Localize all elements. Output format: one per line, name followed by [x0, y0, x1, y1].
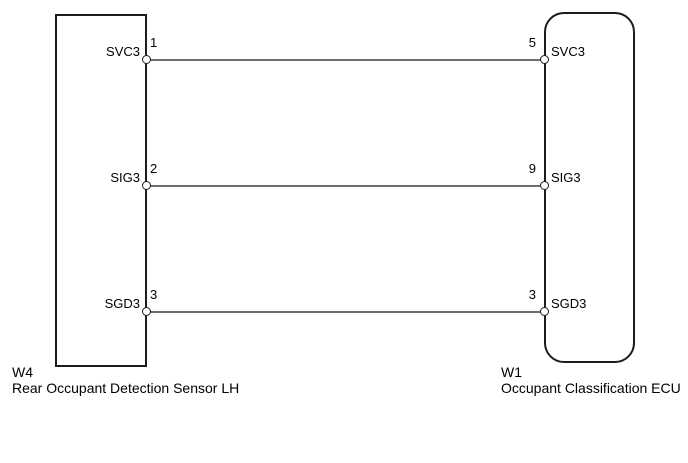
pin-number-right-sig3: 9	[528, 161, 536, 176]
pin-node-left-sgd3	[141, 307, 151, 316]
pin-node-right-svc3	[539, 55, 549, 64]
pin-label-right-sig3: SIG3	[551, 170, 581, 185]
left-connector-name: Rear Occupant Detection Sensor LH	[12, 380, 240, 396]
pin-number-right-svc3: 5	[528, 35, 536, 50]
pin-label-right-sgd3: SGD3	[551, 296, 587, 311]
pin-node-left-sig3	[141, 181, 151, 190]
pin-node-right-sig3	[539, 181, 549, 190]
pin-number-left-sig3: 2	[150, 161, 158, 176]
pin-node-right-sgd3	[539, 307, 549, 316]
pin-number-left-sgd3: 3	[150, 287, 158, 302]
left-connector-code: W4	[12, 364, 33, 380]
wire-sgd3	[146, 311, 544, 313]
wire-svc3	[146, 59, 544, 61]
right-connector-caption: W1 Occupant Classification ECU	[501, 364, 681, 396]
pin-label-left-sig3: SIG3	[110, 170, 140, 185]
pin-node-left-svc3	[141, 55, 151, 64]
wire-sig3	[146, 185, 544, 187]
left-connector-box	[55, 14, 147, 367]
right-connector-name: Occupant Classification ECU	[501, 380, 681, 396]
pin-label-right-svc3: SVC3	[551, 44, 585, 59]
pin-label-left-svc3: SVC3	[106, 44, 140, 59]
right-connector-code: W1	[501, 364, 522, 380]
pin-number-right-sgd3: 3	[528, 287, 536, 302]
left-connector-caption: W4 Rear Occupant Detection Sensor LH	[12, 364, 239, 396]
pin-label-left-sgd3: SGD3	[104, 296, 140, 311]
pin-number-left-svc3: 1	[150, 35, 158, 50]
